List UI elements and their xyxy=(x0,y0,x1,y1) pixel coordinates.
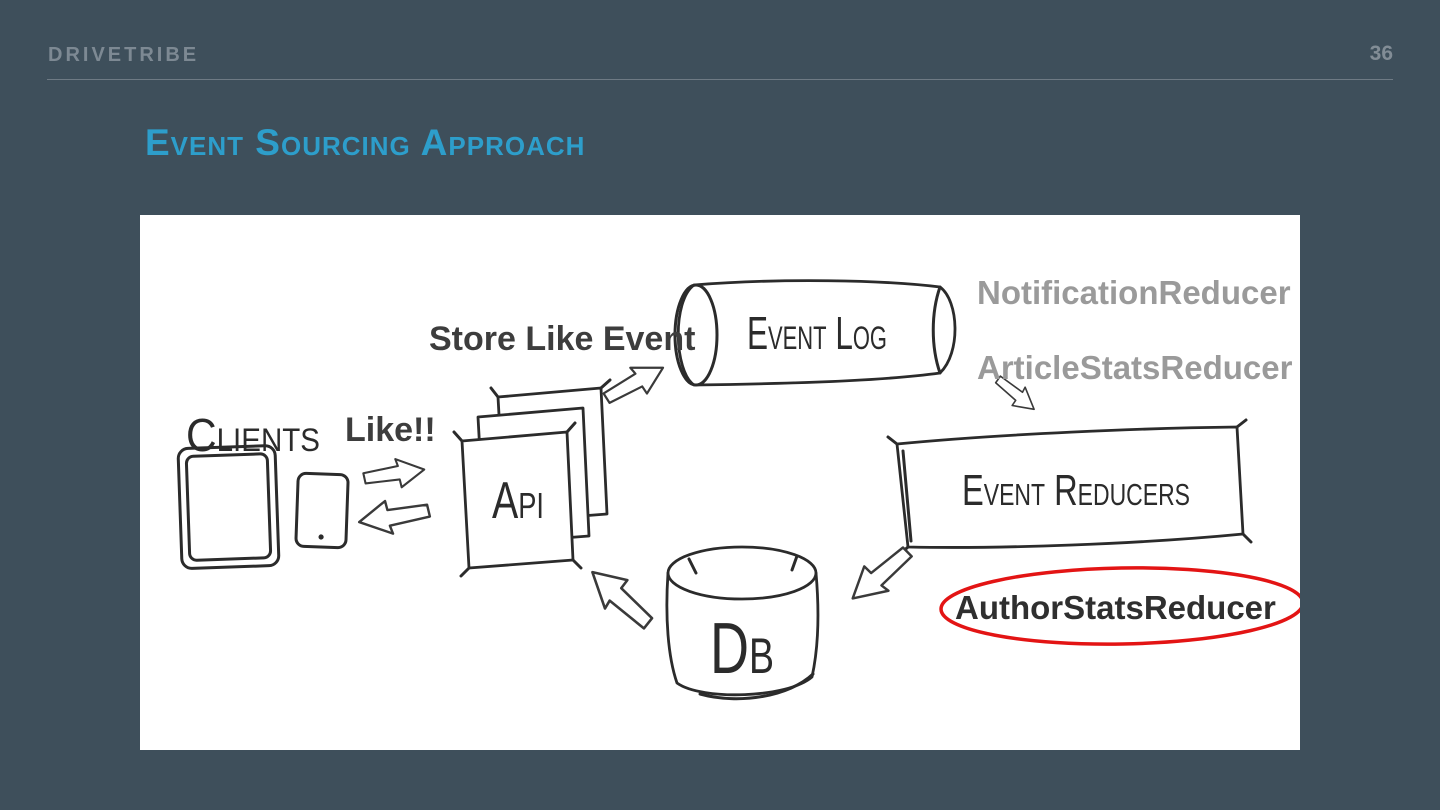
header-divider xyxy=(47,79,1393,80)
arrow-clients-to-api xyxy=(362,458,426,489)
api-label: Api xyxy=(492,472,544,530)
event-log-label: Event Log xyxy=(747,307,887,359)
db-sketch xyxy=(665,545,820,701)
api-pages-sketch xyxy=(452,378,612,578)
event-sourcing-diagram: Clients Api Event Log Event Reducers Db … xyxy=(176,274,1300,701)
arrow-event-log-to-reducers xyxy=(994,375,1035,411)
article-stats-reducer-label: ArticleStatsReducer xyxy=(977,349,1293,386)
slide-title: Event Sourcing Approach xyxy=(145,122,586,163)
diagram-canvas: Clients Api Event Log Event Reducers Db … xyxy=(140,215,1300,750)
arrow-db-to-api xyxy=(591,570,654,630)
arrow-api-to-event-log xyxy=(602,366,665,404)
clients-label: Clients xyxy=(186,409,320,461)
event-reducers-label: Event Reducers xyxy=(962,466,1190,515)
arrow-reducers-to-db xyxy=(851,546,913,600)
db-label: Db xyxy=(710,609,774,689)
page-number: 36 xyxy=(1369,42,1393,65)
clients-device-sketch xyxy=(176,444,350,570)
author-stats-reducer-label: AuthorStatsReducer xyxy=(955,589,1276,626)
highlight-ellipse xyxy=(939,566,1300,646)
event-reducers-sketch xyxy=(886,418,1253,556)
store-like-event-label: Store Like Event xyxy=(429,320,695,358)
arrow-api-to-clients xyxy=(357,499,432,535)
phone-icon xyxy=(294,471,350,550)
notification-reducer-label: NotificationReducer xyxy=(977,274,1291,311)
brand-logo: DRIVETRIBE xyxy=(48,44,200,66)
flow-arrows xyxy=(357,366,1035,630)
like-label: Like!! xyxy=(345,411,436,449)
event-log-sketch xyxy=(673,279,957,387)
tablet-icon xyxy=(176,444,281,570)
